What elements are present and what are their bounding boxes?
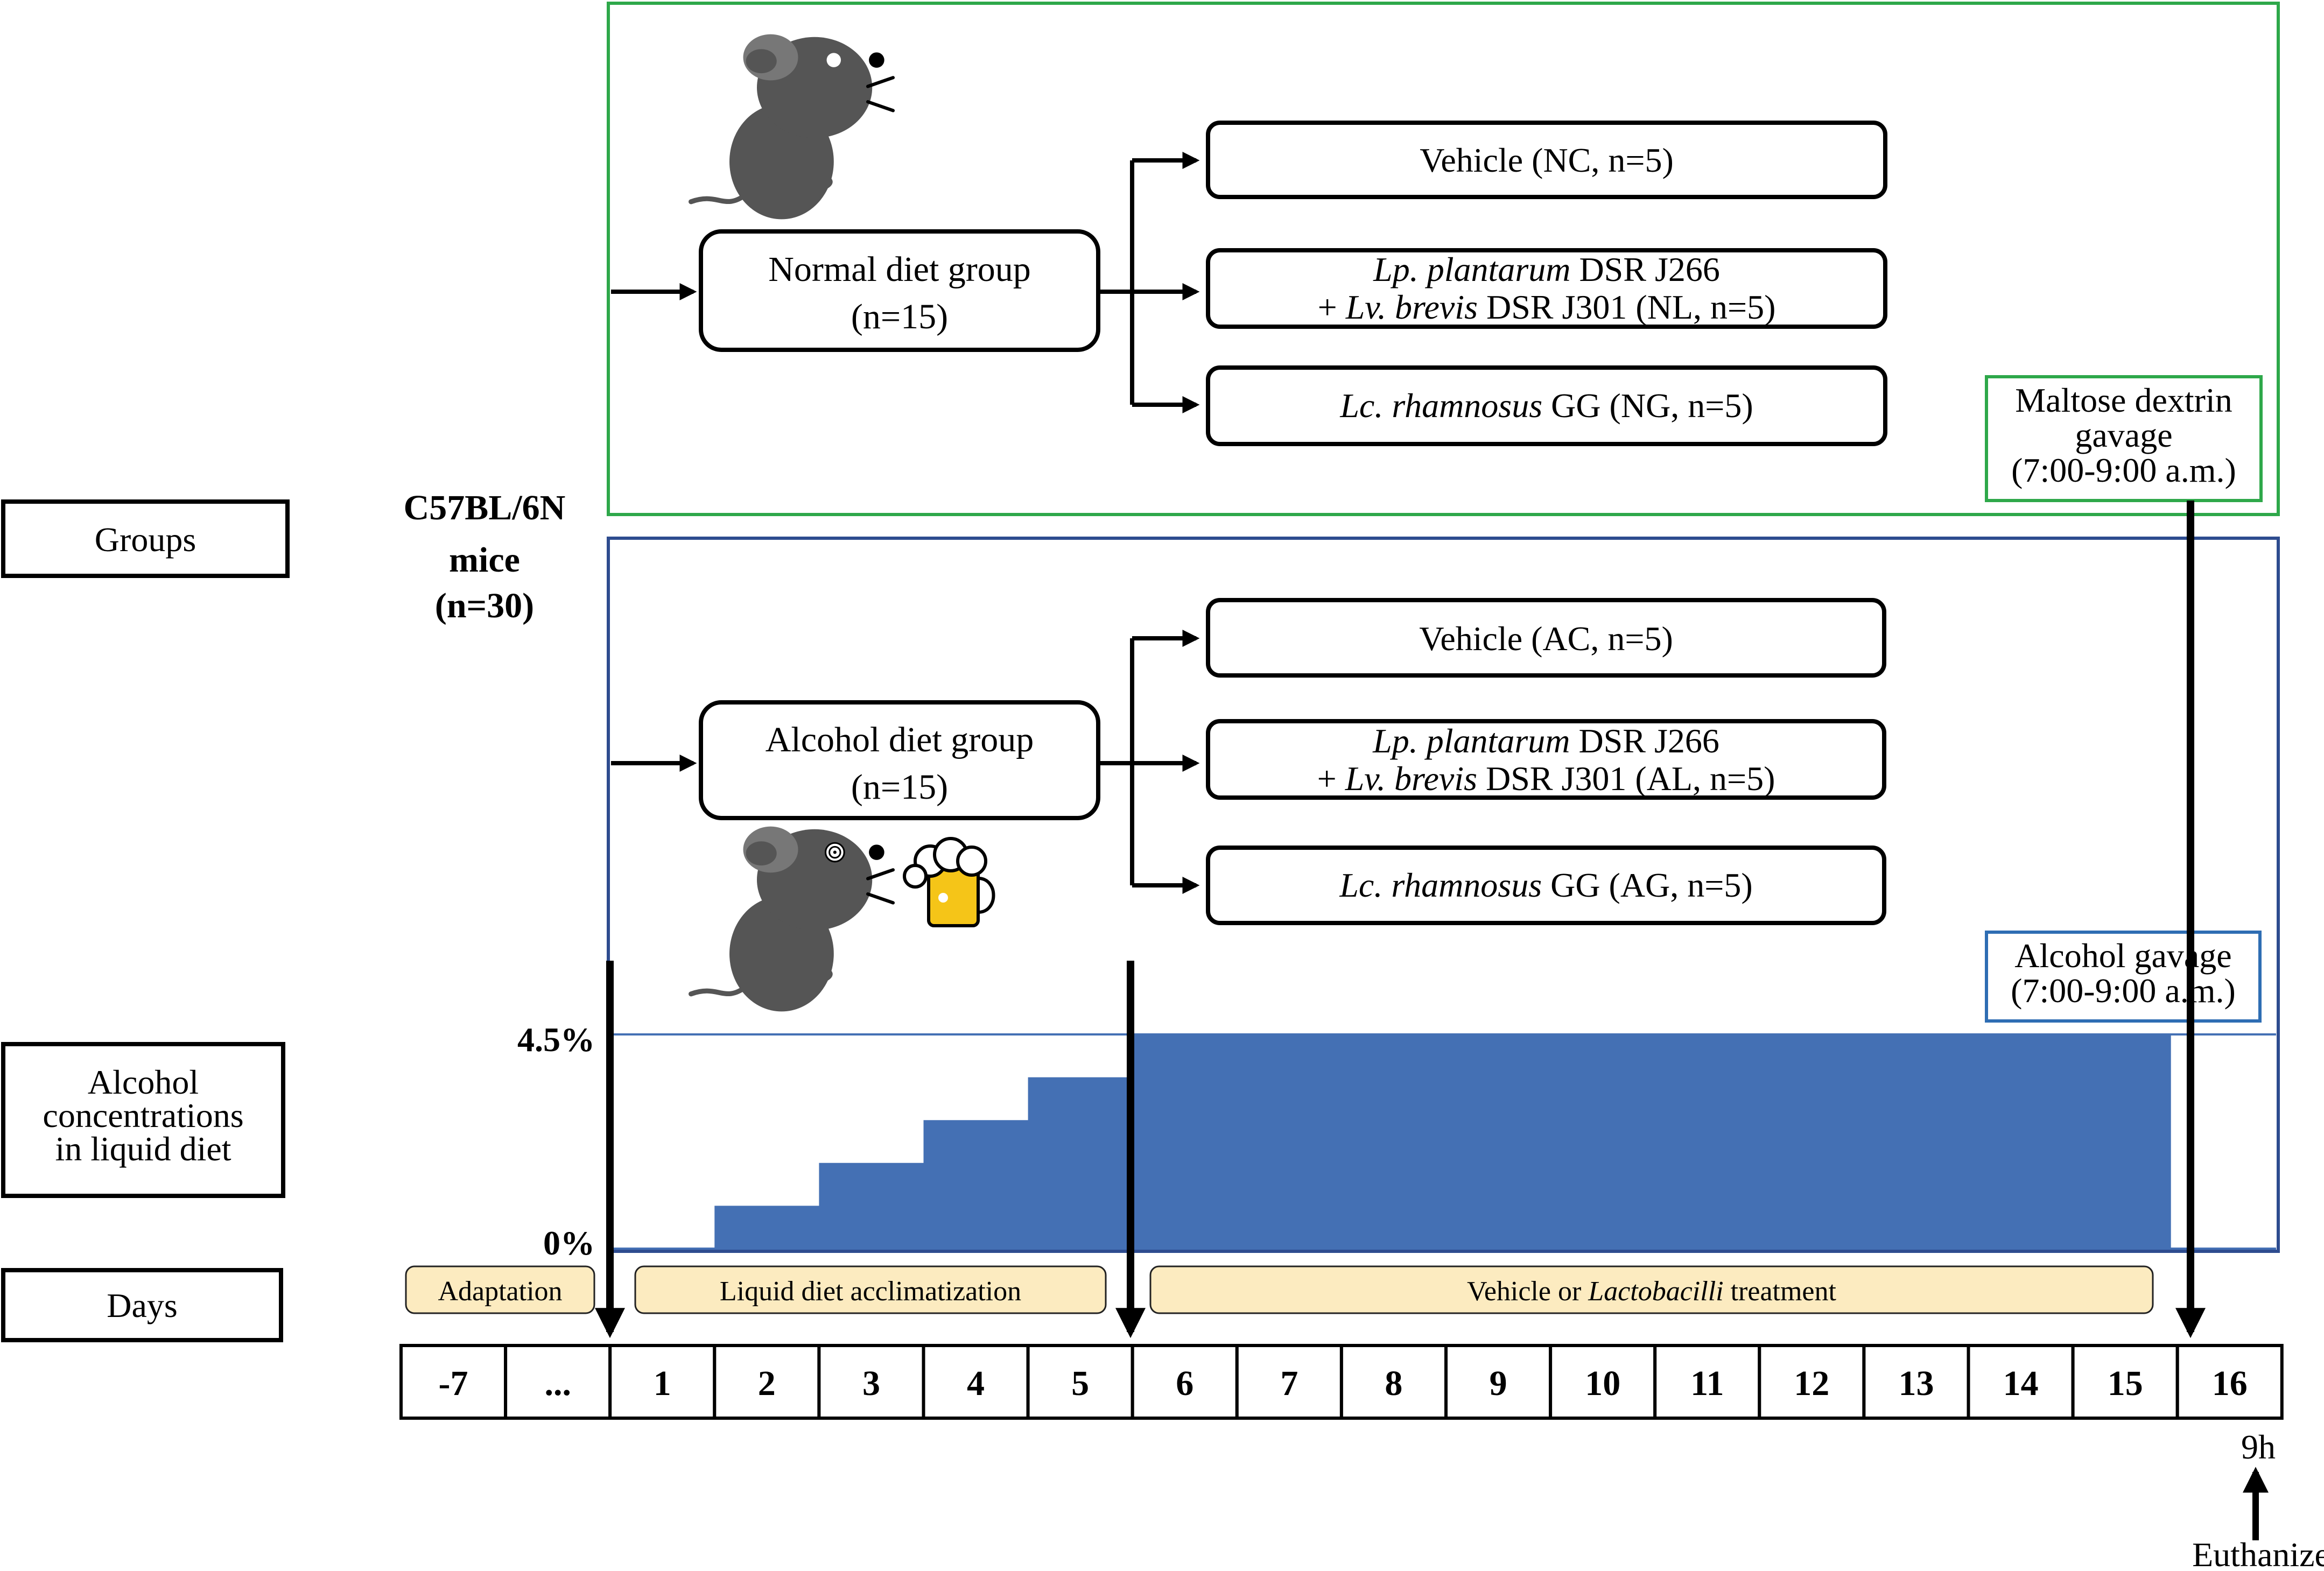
phase-adaptation-label: Adaptation bbox=[438, 1276, 562, 1307]
euthanize-time-label: 9h bbox=[2241, 1428, 2276, 1466]
day-cell: 11 bbox=[1653, 1344, 1761, 1420]
maltose-dextrin-gavage-box: Maltose dextrin gavage (7:00-9:00 a.m.) bbox=[1985, 375, 2263, 502]
maltose-gavage-line1: Maltose dextrin bbox=[2015, 381, 2232, 419]
alcohol-branch-connector bbox=[1098, 630, 1200, 894]
alcohol-arm-combo-line1: Lp. plantarum DSR J266 bbox=[1372, 722, 1719, 760]
normal-arm-lgg-box: Lc. rhamnosus GG (NG, n=5) bbox=[1206, 365, 1887, 446]
day-cell-label: 12 bbox=[1794, 1364, 1829, 1403]
day-cell: 1 bbox=[608, 1344, 717, 1420]
alcohol-arm-lgg-box: Lc. rhamnosus GG (AG, n=5) bbox=[1206, 846, 1886, 925]
day-cell: 13 bbox=[1862, 1344, 1970, 1420]
euthanize-label: Euthanize bbox=[2192, 1535, 2324, 1571]
day-cell-label: 13 bbox=[1899, 1364, 1934, 1403]
day-cell-label: 11 bbox=[1690, 1364, 1724, 1403]
day-cell: 12 bbox=[1758, 1344, 1866, 1420]
mice-label: mice bbox=[449, 540, 520, 580]
day-cell-label: 4 bbox=[967, 1364, 985, 1403]
maltose-gavage-line2: gavage bbox=[2075, 416, 2172, 454]
day-cell: -7 bbox=[399, 1344, 508, 1420]
day-cell: 5 bbox=[1026, 1344, 1134, 1420]
day-cell: ... bbox=[504, 1344, 612, 1420]
alcohol-group-name: Alcohol diet group bbox=[766, 720, 1034, 759]
day-cell-label: 1 bbox=[654, 1364, 671, 1403]
normal-diet-group-box: Normal diet group (n=15) bbox=[699, 229, 1100, 352]
beer-mug-icon bbox=[903, 837, 995, 927]
alcohol-arm-vehicle-box: Vehicle (AC, n=5) bbox=[1206, 598, 1886, 678]
alcohol-concentration-label-line2: concentrations bbox=[43, 1096, 243, 1135]
normal-arm-combo-line2: + Lv. brevis DSR J301 (NL, n=5) bbox=[1318, 288, 1776, 326]
normal-group-count: (n=15) bbox=[851, 297, 948, 336]
day-cell: 10 bbox=[1549, 1344, 1657, 1420]
normal-group-name: Normal diet group bbox=[768, 250, 1031, 289]
day-cell-label: 5 bbox=[1071, 1364, 1089, 1403]
day-cell-label: 16 bbox=[2212, 1364, 2248, 1403]
day-cell-label: 6 bbox=[1176, 1364, 1193, 1403]
phase-acclimatization: Liquid diet acclimatization bbox=[634, 1265, 1107, 1314]
normal-arm-combo-box: Lp. plantarum DSR J266 + Lv. brevis DSR … bbox=[1206, 248, 1887, 329]
alcohol-concentration-area bbox=[714, 1034, 2171, 1248]
alcohol-arm-vehicle-label: Vehicle (AC, n=5) bbox=[1419, 619, 1673, 658]
alcohol-group-count: (n=15) bbox=[851, 767, 948, 807]
phase-treatment-label: Vehicle or Lactobacilli treatment bbox=[1467, 1276, 1836, 1307]
day-cell: 15 bbox=[2071, 1344, 2179, 1420]
day-cell-label: 2 bbox=[758, 1364, 776, 1403]
normal-mouse-icon bbox=[691, 34, 893, 220]
phase-adaptation: Adaptation bbox=[405, 1265, 595, 1314]
alcohol-gavage-box: Alcohol gavage (7:00-9:00 a.m.) bbox=[1985, 931, 2262, 1023]
alcohol-arm-combo-line2: + Lv. brevis DSR J301 (AL, n=5) bbox=[1317, 759, 1775, 798]
alcohol-concentration-label-line3: in liquid diet bbox=[55, 1130, 231, 1168]
concentration-zero-label: 0% bbox=[543, 1224, 595, 1262]
normal-arm-lgg-label: Lc. rhamnosus GG (NG, n=5) bbox=[1339, 386, 1753, 425]
day-cell-label: 15 bbox=[2108, 1364, 2143, 1403]
days-label-box: Days bbox=[1, 1268, 283, 1342]
drunk-mouse-icon bbox=[691, 827, 893, 1012]
day-cell-label: -7 bbox=[439, 1364, 468, 1403]
phase-acclimatization-label: Liquid diet acclimatization bbox=[720, 1276, 1021, 1307]
day-cell-label: 3 bbox=[862, 1364, 880, 1403]
normal-arm-vehicle-box: Vehicle (NC, n=5) bbox=[1206, 121, 1887, 199]
day-cell: 14 bbox=[1967, 1344, 2075, 1420]
days-label: Days bbox=[107, 1286, 178, 1325]
alcohol-diet-group-box: Alcohol diet group (n=15) bbox=[699, 700, 1100, 820]
mice-strain-label: C57BL/6N bbox=[404, 488, 566, 527]
day-cell-label: ... bbox=[544, 1364, 571, 1403]
day-cell: 8 bbox=[1339, 1344, 1448, 1420]
day-cell: 16 bbox=[2175, 1344, 2284, 1420]
groups-label-box: Groups bbox=[1, 499, 290, 578]
alcohol-gavage-line2: (7:00-9:00 a.m.) bbox=[2011, 971, 2236, 1010]
mice-count-label: (n=30) bbox=[435, 586, 534, 625]
concentration-max-label: 4.5% bbox=[517, 1020, 595, 1059]
normal-arm-combo-line1: Lp. plantarum DSR J266 bbox=[1373, 250, 1720, 288]
day-cell: 4 bbox=[922, 1344, 1030, 1420]
alcohol-concentration-label-line1: Alcohol bbox=[88, 1063, 199, 1101]
groups-label: Groups bbox=[95, 520, 196, 559]
day-cell-label: 7 bbox=[1280, 1364, 1298, 1403]
day-cell: 9 bbox=[1444, 1344, 1553, 1420]
day-cell: 2 bbox=[713, 1344, 821, 1420]
day-cell-label: 10 bbox=[1585, 1364, 1620, 1403]
day-cell-label: 9 bbox=[1490, 1364, 1507, 1403]
alcohol-arm-lgg-label: Lc. rhamnosus GG (AG, n=5) bbox=[1339, 866, 1752, 904]
maltose-gavage-line3: (7:00-9:00 a.m.) bbox=[2011, 451, 2236, 489]
normal-diet-panel bbox=[607, 2, 2280, 516]
day-cell: 7 bbox=[1235, 1344, 1343, 1420]
alcohol-arm-combo-box: Lp. plantarum DSR J266 + Lv. brevis DSR … bbox=[1206, 719, 1886, 800]
alcohol-concentration-label-box: Alcohol concentrations in liquid diet bbox=[1, 1042, 285, 1198]
phase-treatment: Vehicle or Lactobacilli treatment bbox=[1149, 1265, 2154, 1314]
day-cell-label: 8 bbox=[1385, 1364, 1402, 1403]
day-cell: 6 bbox=[1131, 1344, 1239, 1420]
alcohol-gavage-line1: Alcohol gavage bbox=[2014, 936, 2231, 975]
normal-arm-vehicle-label: Vehicle (NC, n=5) bbox=[1420, 141, 1674, 179]
normal-branch-connector bbox=[1098, 152, 1200, 413]
alcohol-diet-panel bbox=[607, 537, 2280, 1253]
day-cell-label: 14 bbox=[2003, 1364, 2039, 1403]
day-cell: 3 bbox=[817, 1344, 925, 1420]
